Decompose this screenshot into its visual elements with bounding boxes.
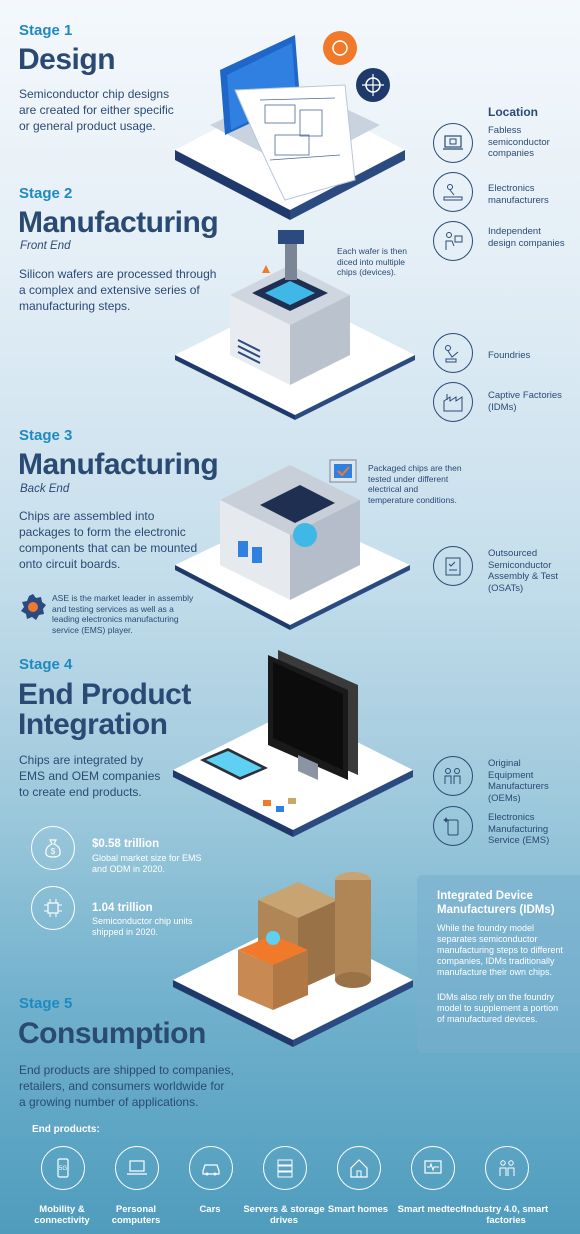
idm-para1: While the foundry model separates semico… xyxy=(437,923,563,977)
end-product-medtech: Smart medtech xyxy=(397,1204,467,1215)
svg-text:5G: 5G xyxy=(59,1166,67,1172)
design-illustration xyxy=(175,31,405,220)
medical-monitor-icon xyxy=(411,1146,455,1190)
location-ems: Electronics Manufacturing Service (EMS) xyxy=(488,812,550,846)
robot-conveyor-icon xyxy=(433,172,473,212)
settings-bubble-icon xyxy=(323,31,357,65)
stage1-label: Stage 1 xyxy=(19,22,73,39)
house-icon xyxy=(337,1146,381,1190)
end-product-computers: Personal computers xyxy=(111,1204,161,1226)
end-product-mobility: Mobility & connectivity xyxy=(34,1204,90,1226)
integration-illustration xyxy=(173,650,413,837)
svg-text:$: $ xyxy=(51,847,56,856)
designer-desk-icon xyxy=(433,221,473,261)
stage1-title: Design xyxy=(18,43,116,76)
end-product-cars: Cars xyxy=(199,1204,221,1215)
stage1-description: Semiconductor chip designs are created f… xyxy=(19,87,174,133)
stage4-description: Chips are integrated by EMS and OEM comp… xyxy=(19,753,161,799)
stage2-subtitle: Front End xyxy=(20,240,71,252)
location-osat: Outsourced Semiconductor Assembly & Test… xyxy=(488,548,559,594)
location-oem: Original Equipment Manufacturers (OEMs) xyxy=(488,758,549,804)
stage4-title-line1: End Product xyxy=(18,678,191,711)
stage4-label: Stage 4 xyxy=(19,656,73,673)
laptop-icon xyxy=(115,1146,159,1190)
location-header: Location xyxy=(488,105,538,119)
chip-icon xyxy=(31,886,75,930)
phone-5g-icon: 5G xyxy=(41,1146,85,1190)
back-end-illustration xyxy=(175,459,410,630)
server-icon xyxy=(263,1146,307,1190)
end-product-industry: Industry 4.0, smart factories xyxy=(463,1204,549,1226)
stage3-label: Stage 3 xyxy=(19,427,73,444)
robot-arm-icon xyxy=(433,333,473,373)
stage5-description: End products are shipped to companies, r… xyxy=(19,1063,234,1109)
factory-icon xyxy=(433,382,473,422)
stage4-title-line2: Integration xyxy=(18,708,168,741)
stage2-label: Stage 2 xyxy=(19,185,73,202)
idm-panel xyxy=(417,875,580,1053)
sparkle-phone-icon xyxy=(433,806,473,846)
location-independent: Independent design companies xyxy=(488,226,565,249)
stage3-title: Manufacturing xyxy=(18,448,219,481)
car-icon xyxy=(189,1146,233,1190)
stat-ems-desc: Global market size for EMS and ODM in 20… xyxy=(92,853,202,874)
stat-chips-desc: Semiconductor chip units shipped in 2020… xyxy=(92,916,193,937)
end-product-homes: Smart homes xyxy=(327,1204,389,1215)
stage2-title: Manufacturing xyxy=(18,206,219,239)
chip-laptop-icon xyxy=(433,123,473,163)
front-end-illustration xyxy=(175,230,415,420)
stat-chips-value: 1.04 trillion xyxy=(92,902,153,914)
location-electronics: Electronics manufacturers xyxy=(488,183,549,206)
location-foundries: Foundries xyxy=(488,350,531,361)
location-fabless: Fabless semiconductor companies xyxy=(488,125,550,159)
end-products-header: End products: xyxy=(32,1124,100,1135)
robot-workers-icon xyxy=(433,756,473,796)
location-captive: Captive Factories (IDMs) xyxy=(488,390,562,413)
stage5-title: Consumption xyxy=(18,1017,206,1050)
stage3-subtitle: Back End xyxy=(20,483,70,495)
idm-para2: IDMs also rely on the foundry model to s… xyxy=(437,992,559,1024)
idm-title: Integrated Device Manufacturers (IDMs) xyxy=(437,890,555,916)
stage3-description: Chips are assembled into packages to for… xyxy=(19,509,198,571)
clipboard-check-icon xyxy=(433,546,473,586)
stage2-description: Silicon wafers are processed through a c… xyxy=(19,267,217,313)
money-bag-icon: $ xyxy=(31,826,75,870)
end-product-servers: Servers & storage drives xyxy=(243,1204,325,1226)
stage3-note: Packaged chips are then tested under dif… xyxy=(368,463,462,505)
stage5-label: Stage 5 xyxy=(19,995,73,1012)
consumption-illustration xyxy=(173,872,413,1047)
stat-ems-value: $0.58 trillion xyxy=(92,838,160,850)
ase-note: ASE is the market leader in assembly and… xyxy=(52,593,194,635)
factory-robots-icon xyxy=(485,1146,529,1190)
ase-badge-icon xyxy=(21,594,46,620)
stage2-note: Each wafer is then diced into multiple c… xyxy=(337,246,407,277)
